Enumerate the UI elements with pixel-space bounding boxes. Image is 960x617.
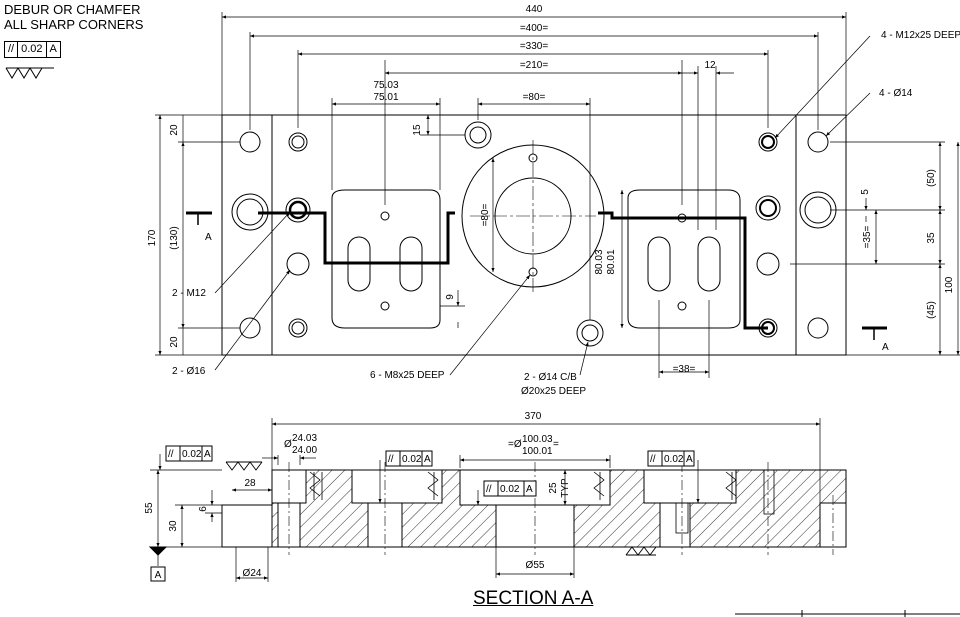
fcf-left-datum: A [204,449,211,460]
dim-12: 12 [704,60,716,71]
fcf-right-symbol: // [650,454,656,465]
general-note: DEBUR OR CHAMFER ALL SHARP CORNERS [4,2,143,32]
dia16-hole [286,252,310,276]
callout-dia14: 4 - Ø14 [879,88,913,99]
dim-35-eq: =35= [862,225,873,248]
fcf-left-value: 0.02 [182,449,202,460]
fcf-right-value: 0.02 [664,454,684,465]
dim-210: =210= [520,60,549,71]
dia16-hole [756,252,780,276]
dim-20-bottom: 20 [169,336,180,348]
left-pocket [331,189,441,329]
dim-100-top: 100.03 [522,434,553,445]
cb-hole [576,319,604,347]
fcf-mid2-datum: A [526,484,533,495]
fcf-mid1-value: 0.02 [402,454,422,465]
dim-80-vertical: =80= [480,203,491,226]
dim-130: (130) [169,226,180,249]
callout-m8: 6 - M8x25 DEEP [370,370,445,381]
dim-45: (45) [926,301,937,319]
note-line-2: ALL SHARP CORNERS [4,17,144,32]
dim-400: =400= [520,23,549,34]
dim-100: 100 [944,276,955,293]
m12-hole [288,132,308,152]
right-pocket [627,189,741,329]
right-slot-2 [697,236,721,292]
dia14-hole [807,131,829,153]
dim-15: 15 [412,124,423,136]
dim-slot-top: 75.03 [373,80,398,91]
dim-typ: TYP [560,478,571,498]
m12-hole [755,195,781,221]
dim-25: 25 [548,482,559,494]
parallel-symbol: // [5,42,19,57]
section-view: 370 Ø 24.03 24.00 =Ø 100.03 100.01 = 28 … [144,411,847,582]
callout-m12-deep: 4 - M12x25 DEEP [881,30,960,41]
dim-80: =80= [523,92,546,103]
datum-ref: A [49,43,57,55]
callout-dia16: 2 - Ø16 [172,366,206,377]
dim-330: =330= [520,41,549,52]
datum-label: A [155,570,162,581]
dim-370: 370 [525,411,542,422]
dim-100-suffix: = [553,439,559,450]
dim-pocket-bottom: 80.01 [606,249,617,274]
note-line-1: DEBUR OR CHAMFER [4,2,141,17]
dim-100-prefix: =Ø [508,439,522,450]
dim-35: 35 [926,232,937,244]
dim-pocket-top: 80.03 [594,249,605,274]
dim-30: 30 [168,520,179,532]
fcf-mid1-symbol: // [388,454,394,465]
dim-50: (50) [926,169,937,187]
surface-finish-icon [5,67,54,79]
fcf-right-datum: A [686,454,693,465]
dim-440: 440 [526,4,543,15]
top-view: 440 =400= =330= =210= 12 75.03 75.01 =80… [147,4,960,397]
dia14-hole [807,317,829,339]
section-label-left: A [205,232,212,243]
fcf-mid1-datum: A [424,454,431,465]
dim-6: 6 [198,506,209,512]
section-label-right: A [882,342,889,353]
fcf-mid2-symbol: // [486,484,492,495]
dia14-hole [239,131,261,153]
callout-cb-line1: 2 - Ø14 C/B [524,372,577,383]
dim-slot-bottom: 75.01 [373,92,398,103]
plate-outline [221,114,847,356]
callout-cb-line2: Ø20x25 DEEP [521,386,586,397]
dim-170: 170 [147,229,158,246]
section-cut-line [186,211,887,330]
dim-20-top: 20 [169,124,180,136]
dim-dia55: Ø55 [526,560,545,571]
tolerance-value: 0.02 [18,42,47,57]
dia14-hole [239,317,261,339]
dim-dia24: Ø24 [243,568,262,579]
section-title: SECTION A-A [473,588,594,609]
dim-28: 28 [244,478,256,489]
dim-dia24-bottom: 24.00 [292,445,317,456]
right-slot-1 [647,236,671,292]
dia-prefix: Ø [284,439,292,450]
cb-hole [464,121,492,149]
general-parallelism-frame: // 0.02 A [4,41,61,58]
fcf-left-symbol: // [168,449,174,460]
title-block-corner [735,610,960,617]
dim-38: =38= [673,364,696,375]
callout-m12: 2 - M12 [172,288,206,299]
m12-hole [758,132,778,152]
dim-100-bottom: 100.01 [522,446,553,457]
m12-hole [285,197,311,223]
dim-55: 55 [144,502,155,514]
fcf-mid2-value: 0.02 [500,484,520,495]
m12-hole [288,318,308,338]
dim-5: 5 [860,189,871,195]
dim-dia24-top: 24.03 [292,433,317,444]
dim-9: 9 [445,294,456,300]
